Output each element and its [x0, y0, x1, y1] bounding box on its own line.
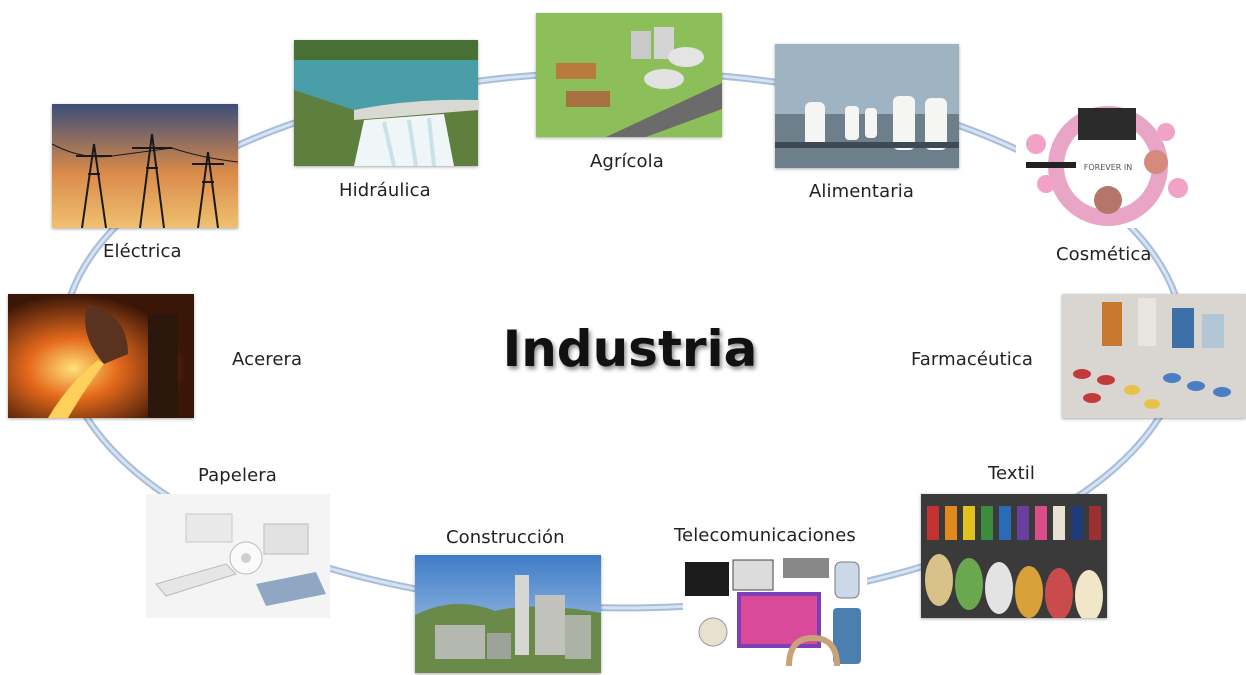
label-electrica: Eléctrica — [103, 241, 182, 262]
milk-bottling-photo — [775, 44, 959, 168]
molten-steel-photo — [8, 294, 194, 418]
devices-photo — [683, 552, 867, 670]
cement-plant-photo — [415, 555, 601, 673]
paper-rolls-photo — [146, 494, 330, 618]
label-acerera: Acerera — [232, 349, 303, 370]
label-cosmetica: Cosmética — [1056, 244, 1152, 265]
label-agricola: Agrícola — [590, 151, 664, 172]
label-alimentaria: Alimentaria — [809, 181, 914, 202]
label-telecomunicaciones: Telecomunicaciones — [674, 525, 856, 546]
power-lines-photo — [52, 104, 238, 228]
label-hidraulica: Hidráulica — [339, 180, 431, 201]
label-farmaceutica: Farmacéutica — [911, 349, 1033, 370]
diagram-title: Industria — [502, 320, 758, 378]
label-papelera: Papelera — [198, 465, 277, 486]
label-textil: Textil — [988, 463, 1036, 484]
farm-silos-photo — [536, 13, 722, 137]
label-construccion: Construcción — [446, 527, 565, 548]
thread-spools-photo — [921, 494, 1107, 618]
svg-text:FOREVER IN: FOREVER IN — [1084, 163, 1133, 172]
cosmetics-photo: FOREVER IN — [1016, 104, 1200, 228]
dam-photo — [294, 40, 478, 166]
pills-photo — [1062, 294, 1246, 418]
